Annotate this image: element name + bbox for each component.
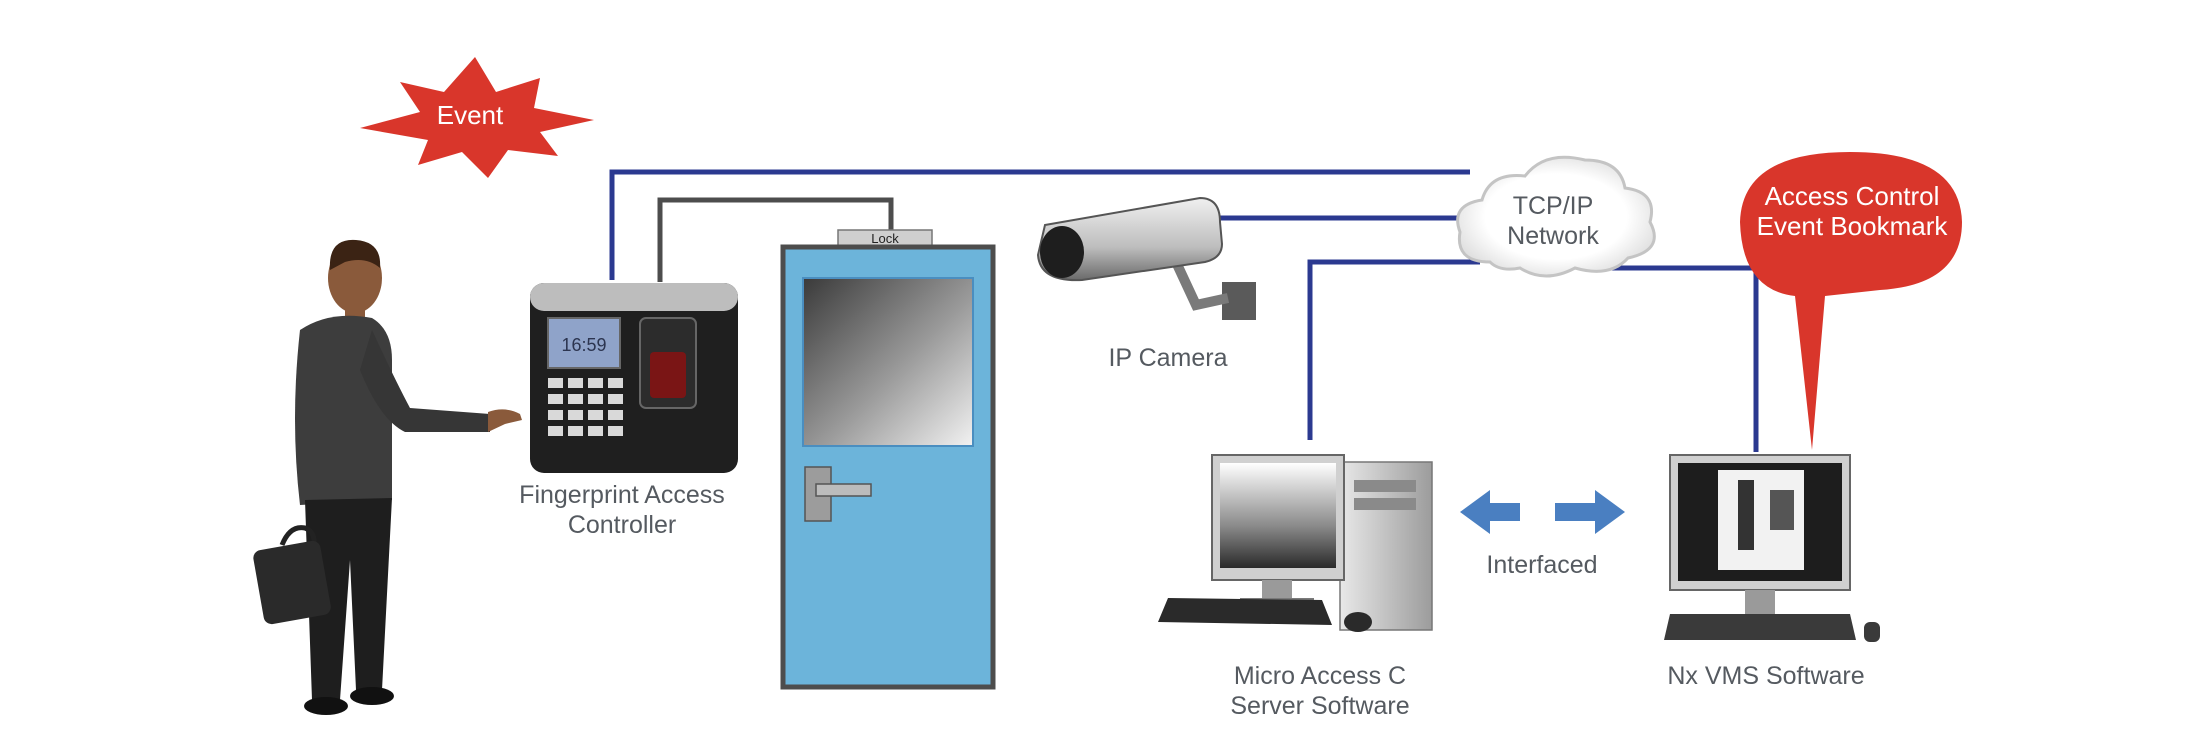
server-tower-bay: [1354, 480, 1416, 492]
vms-network-line: [1610, 265, 1759, 452]
briefcase-handle: [279, 525, 317, 549]
vms-monitor-stand: [1745, 590, 1775, 614]
camera-lens: [1040, 226, 1084, 278]
vms-mouse: [1864, 622, 1880, 642]
lock-label: Lock: [871, 231, 899, 246]
fingerprint-controller-label-2: Controller: [568, 511, 676, 539]
ip-camera: IP Camera: [1036, 196, 1256, 372]
bookmark-callout: Access Control Event Bookmark: [1740, 152, 1962, 450]
server-tower-bay-2: [1354, 498, 1416, 510]
arrow-left-icon: [1460, 490, 1520, 534]
controller-screen: [547, 317, 621, 369]
cloud-shape: [1456, 155, 1656, 278]
network-cloud: TCP/IP Network: [1456, 155, 1656, 278]
server-workstation: Micro Access C Server Software: [1158, 454, 1433, 720]
controller-network-line: [609, 169, 1470, 280]
person-shoe-right: [350, 687, 394, 705]
person-arm: [360, 330, 490, 432]
server-mouse: [1344, 612, 1372, 632]
vms-video-figure: [1738, 480, 1754, 550]
briefcase-icon: [253, 540, 331, 625]
arrow-right-icon: [1555, 490, 1625, 534]
lock-wire: [657, 197, 894, 282]
vms-workstation: Nx VMS Software: [1664, 454, 1880, 690]
controller-keypad: [548, 378, 623, 436]
bookmark-label-2: Event Bookmark: [1757, 211, 1949, 241]
fingerprint-controller-label-1: Fingerprint Access: [519, 481, 725, 509]
door: Lock: [780, 229, 996, 690]
server-label-1: Micro Access C: [1234, 662, 1406, 690]
ip-camera-label: IP Camera: [1108, 344, 1227, 372]
person-legs: [305, 498, 392, 700]
server-label-2: Server Software: [1230, 692, 1409, 720]
controller-time: 16:59: [561, 335, 606, 355]
vms-video-panel: [1770, 490, 1794, 530]
fingerprint-controller: 16:59 Fingerprint Access Controller: [519, 283, 738, 539]
server-network-line: [1307, 259, 1480, 440]
camera-housing: [1036, 196, 1224, 282]
controller-bezel: [530, 283, 738, 311]
event-label: Event: [437, 100, 504, 130]
camera-arm: [1171, 259, 1230, 311]
interfaced-label: Interfaced: [1486, 551, 1597, 579]
vms-keyboard: [1664, 614, 1856, 640]
server-monitor-stand: [1262, 580, 1292, 602]
server-monitor-screen: [1220, 463, 1336, 568]
fingerprint-sensor: [650, 352, 686, 398]
vms-label: Nx VMS Software: [1667, 662, 1864, 690]
callout-bubble: [1740, 152, 1962, 450]
server-keyboard: [1158, 598, 1332, 625]
network-label-1: TCP/IP: [1513, 192, 1594, 220]
person-hand: [488, 409, 522, 432]
person-shoe-left: [304, 697, 348, 715]
door-handle-lever: [815, 483, 872, 497]
interfaced-arrows: Interfaced: [1460, 490, 1625, 579]
person-figure: [253, 239, 522, 715]
door-window: [802, 277, 974, 447]
event-burst: Event: [360, 57, 594, 178]
person-hair: [329, 239, 381, 270]
network-label-2: Network: [1507, 222, 1599, 250]
event-burst-shape: [360, 57, 594, 178]
bookmark-label-1: Access Control: [1765, 181, 1940, 211]
